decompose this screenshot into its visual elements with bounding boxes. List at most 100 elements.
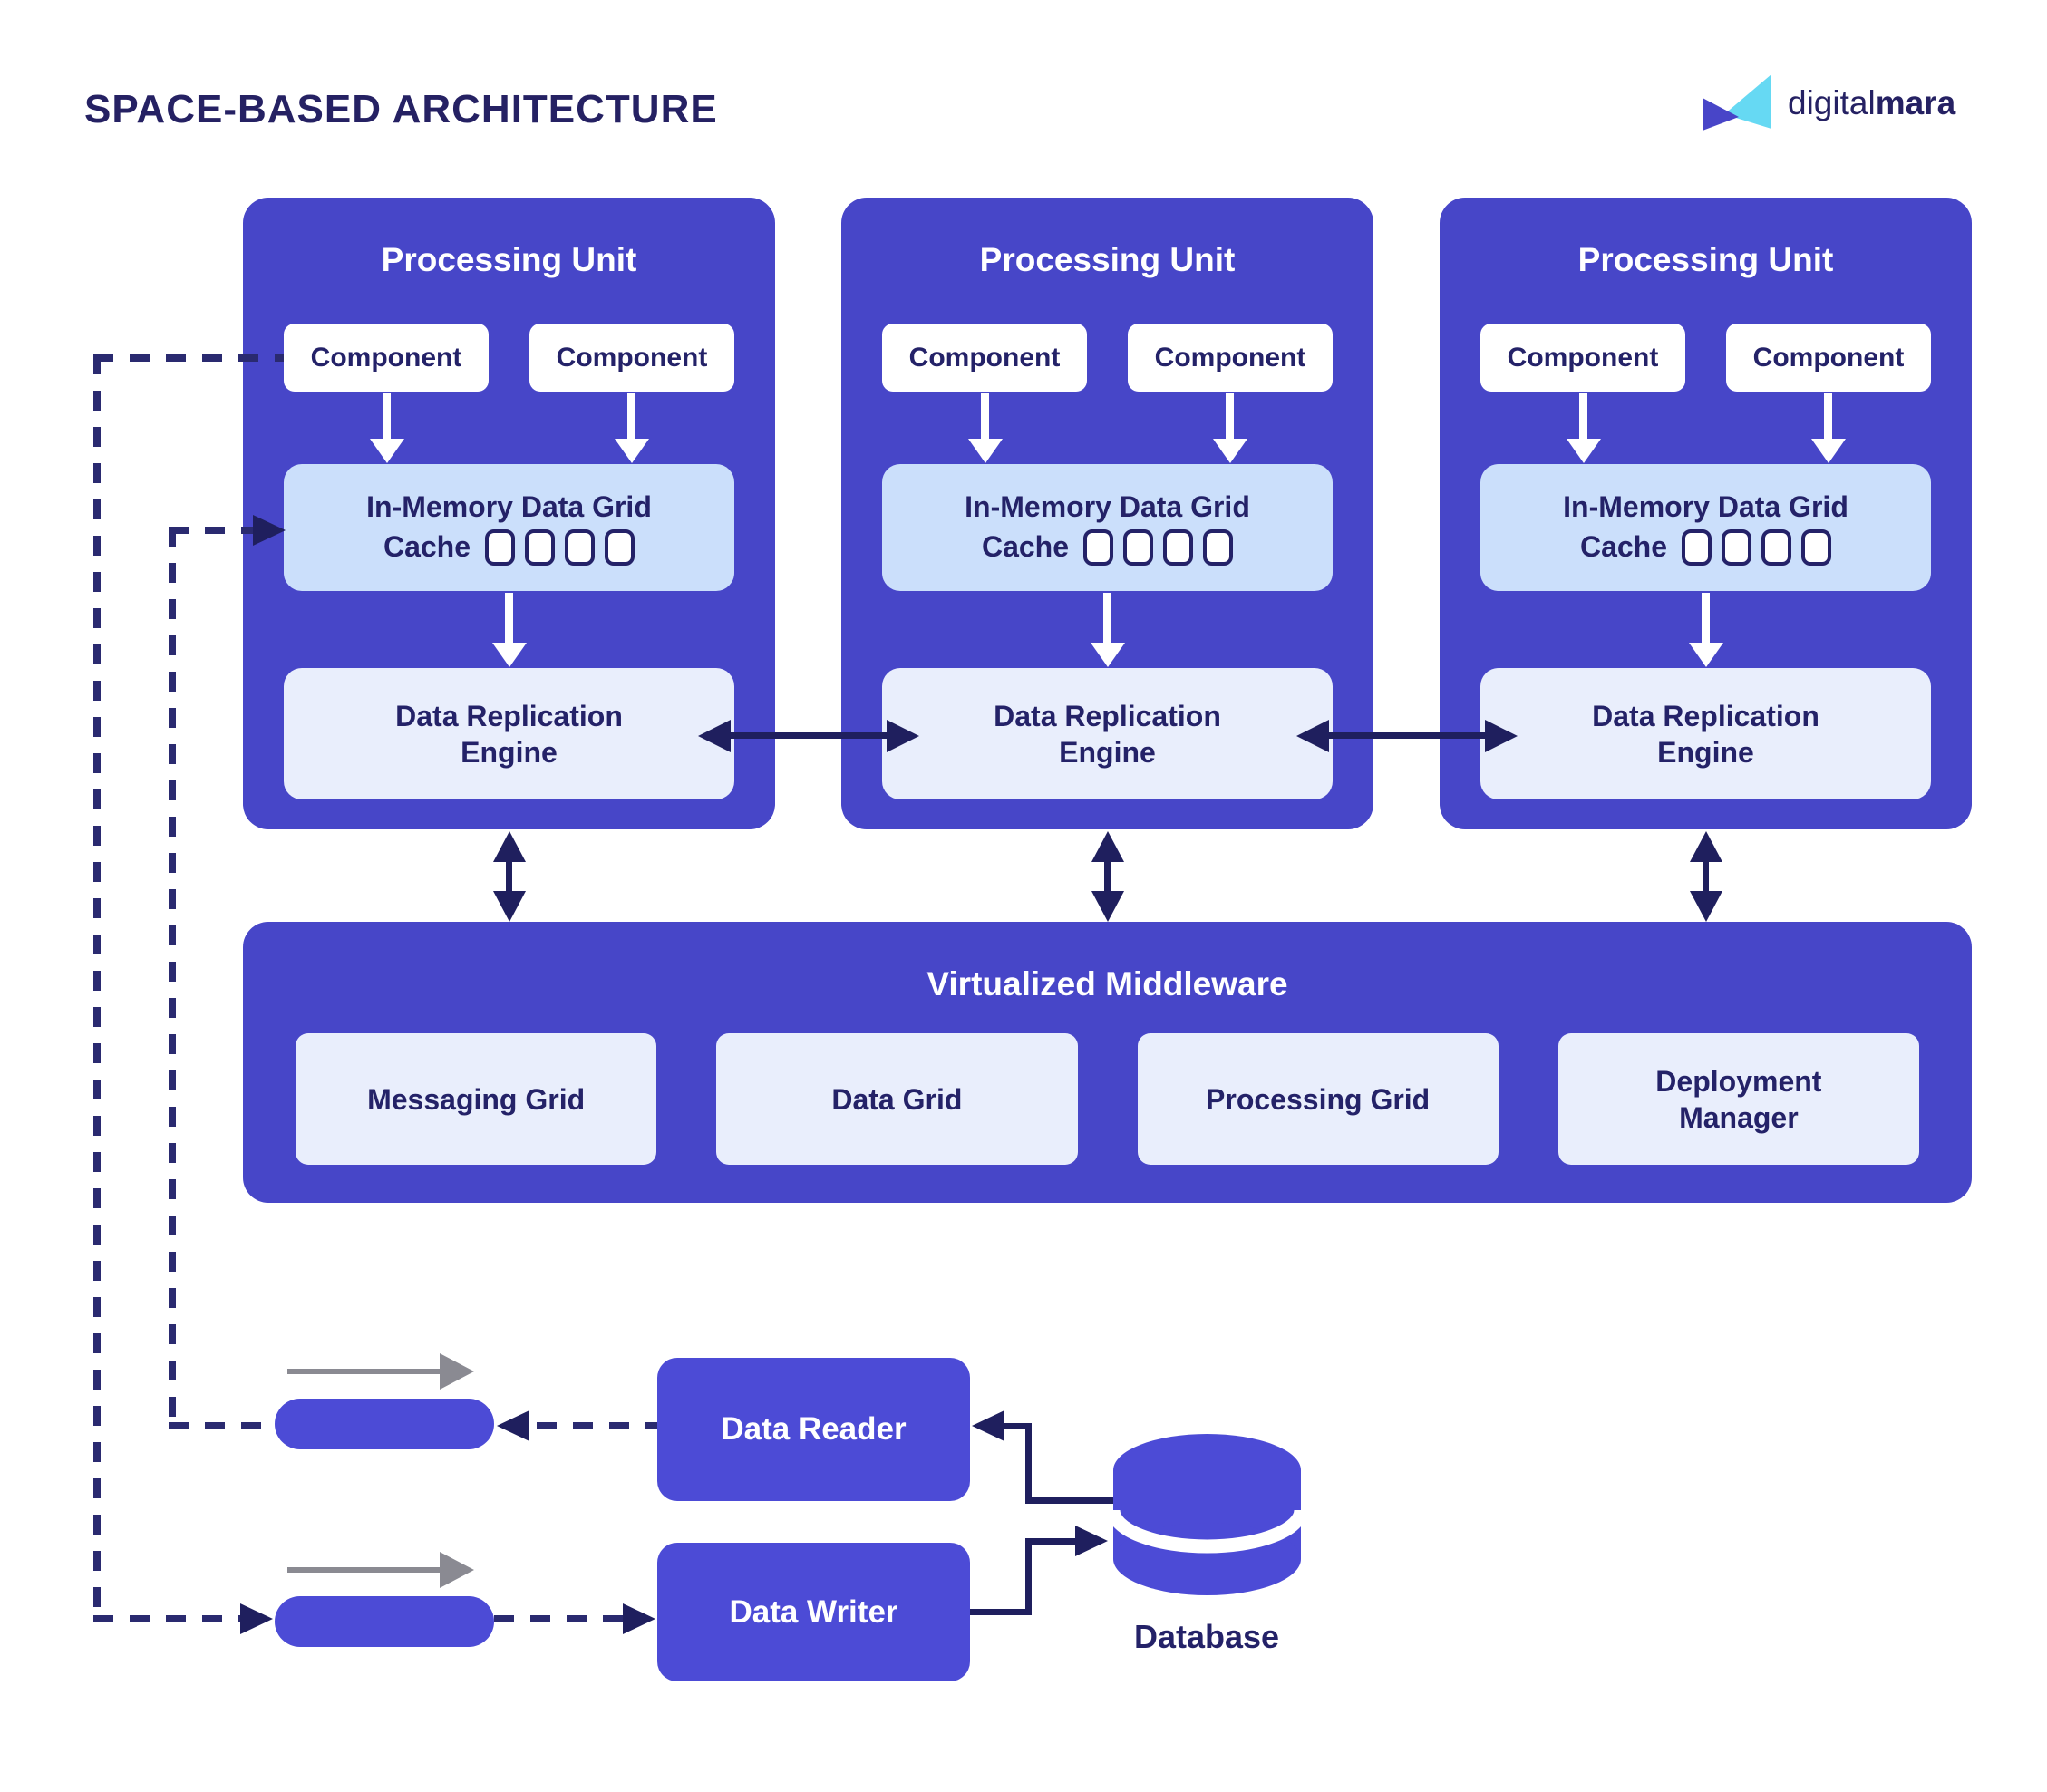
component-label: Component [556, 342, 708, 373]
down-arrow-icon [1103, 593, 1111, 643]
dashed-connector-write-vertical [93, 354, 101, 1619]
in-memory-data-grid: In-Memory Data Grid Cache [1480, 464, 1931, 591]
dre-label: Data Replication Engine [395, 699, 623, 769]
component-row: Component Component [1480, 324, 1931, 392]
data-reader-box: Data Reader [657, 1358, 970, 1501]
database-label: Database [1133, 1618, 1280, 1655]
dashed-connector-cache [169, 527, 253, 534]
cache-slot [1761, 528, 1792, 566]
dashed-connector-read-vertical [169, 527, 176, 1429]
cache-slot [1163, 528, 1194, 566]
cache-slot [1801, 528, 1832, 566]
cache-slot [1083, 528, 1114, 566]
dashed-connector-write-right [494, 1615, 623, 1622]
arrowhead-icon [623, 1603, 655, 1634]
arrowhead-icon [253, 515, 286, 546]
messaging-grid-box: Messaging Grid [296, 1033, 657, 1165]
cache-row: Cache [981, 528, 1234, 566]
down-arrow-icon [1579, 393, 1587, 439]
component-label: Component [310, 342, 462, 373]
imdg-title: In-Memory Data Grid [965, 489, 1250, 523]
cache-slot [525, 528, 556, 566]
unit-middleware-arrow [1104, 862, 1111, 891]
cache-row: Cache [383, 528, 635, 566]
component-label: Component [1154, 342, 1306, 373]
queue-pill-read [275, 1399, 494, 1449]
down-arrow-icon [1702, 593, 1710, 643]
down-arrow-icon [627, 393, 635, 439]
replication-sync-arrow [1329, 732, 1485, 739]
component-row: Component Component [882, 324, 1333, 392]
dashed-connector-component [93, 354, 284, 362]
cache-slots [1083, 528, 1234, 566]
arrowhead-icon [497, 1410, 529, 1441]
cache-slot [485, 528, 516, 566]
down-arrow-icon [1226, 393, 1234, 439]
data-reader-label: Data Reader [721, 1411, 907, 1447]
deployment-manager-box: Deployment Manager [1557, 1033, 1919, 1165]
data-replication-engine: Data Replication Engine [882, 668, 1333, 799]
down-arrow-icon [981, 393, 989, 439]
unit-title: Processing Unit [979, 241, 1236, 278]
imdg-title: In-Memory Data Grid [1563, 489, 1848, 523]
database-icon [1113, 1434, 1301, 1595]
cache-slot [1123, 528, 1154, 566]
logo-text-bold: mara [1875, 84, 1956, 121]
unit-middleware-arrow [1703, 862, 1709, 891]
middleware-box-label: Messaging Grid [367, 1082, 586, 1116]
dashed-connector-write-left [93, 1615, 240, 1622]
arrowhead-icon [240, 1603, 273, 1634]
processing-unit-3: Processing Unit Component Component In-M… [1440, 198, 1972, 829]
arrowhead-icon [972, 1410, 1004, 1441]
solid-connector-db-to-reader [1025, 1497, 1113, 1504]
solid-connector-db-to-reader [1025, 1423, 1032, 1504]
data-replication-engine: Data Replication Engine [1480, 668, 1931, 799]
queue-pill-write [275, 1596, 494, 1647]
dre-label: Data Replication Engine [994, 699, 1221, 769]
solid-connector-writer-to-db [1025, 1538, 1032, 1615]
middleware-title: Virtualized Middleware [926, 965, 1288, 1003]
cache-slots [1682, 528, 1832, 566]
page-title: SPACE-BASED ARCHITECTURE [84, 87, 718, 131]
cache-label: Cache [383, 530, 471, 563]
cache-slot [605, 528, 635, 566]
solid-connector-writer-to-db [1025, 1538, 1075, 1545]
component-box: Component [1480, 324, 1685, 392]
logo-text-regular: digital [1788, 84, 1876, 121]
logo-text: digitalmara [1788, 84, 1955, 122]
replication-sync-arrow [731, 732, 887, 739]
data-replication-engine: Data Replication Engine [284, 668, 734, 799]
middleware-row: Messaging Grid Data Grid Processing Grid… [296, 1033, 1919, 1165]
data-writer-label: Data Writer [729, 1593, 898, 1630]
component-box: Component [1726, 324, 1931, 392]
cache-slot [565, 528, 596, 566]
component-box: Component [1128, 324, 1333, 392]
data-writer-box: Data Writer [657, 1543, 970, 1681]
unit-middleware-arrow [506, 862, 512, 891]
in-memory-data-grid: In-Memory Data Grid Cache [882, 464, 1333, 591]
dre-label: Data Replication Engine [1592, 699, 1819, 769]
component-label: Component [908, 342, 1061, 373]
cache-row: Cache [1579, 528, 1832, 566]
processing-unit-1: Processing Unit Component Component In-M… [243, 198, 775, 829]
cache-slot [1203, 528, 1234, 566]
processing-grid-box: Processing Grid [1137, 1033, 1499, 1165]
data-grid-box: Data Grid [716, 1033, 1078, 1165]
component-label: Component [1752, 342, 1905, 373]
unit-title: Processing Unit [1577, 241, 1834, 278]
middleware-box-label: Processing Grid [1206, 1082, 1431, 1116]
component-box: Component [882, 324, 1087, 392]
cache-label: Cache [1579, 530, 1668, 563]
cache-label: Cache [981, 530, 1070, 563]
middleware-box-label: Data Grid [831, 1082, 963, 1116]
component-row: Component Component [284, 324, 734, 392]
imdg-title: In-Memory Data Grid [366, 489, 652, 523]
unit-title: Processing Unit [381, 241, 637, 278]
solid-connector-writer-to-db [970, 1609, 1032, 1615]
dashed-connector-read-right [537, 1422, 657, 1429]
solid-connector-db-to-reader [1001, 1423, 1032, 1429]
cache-slots [485, 528, 635, 566]
processing-unit-2: Processing Unit Component Component In-M… [841, 198, 1373, 829]
logo: digitalmara [1701, 74, 1955, 132]
